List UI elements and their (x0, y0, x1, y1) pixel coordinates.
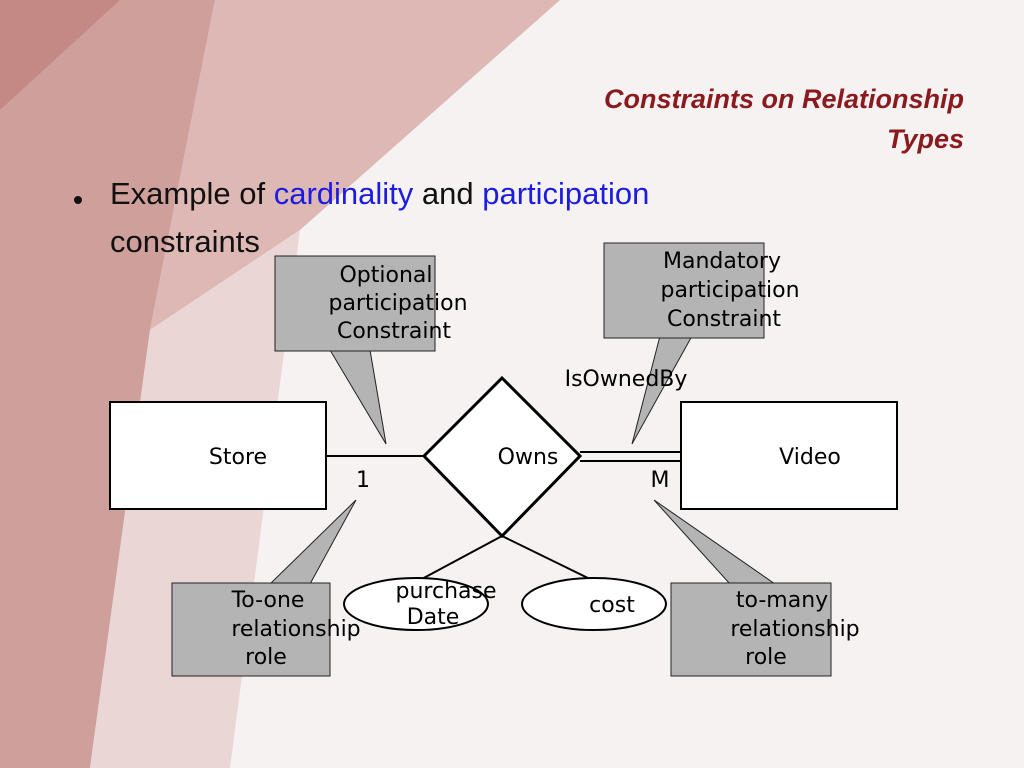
callout-optional-participation: Optional participation Constraint (274, 255, 468, 445)
term-participation: participation (482, 176, 650, 211)
cardinality-many: M (651, 468, 670, 493)
term-cardinality: cardinality (273, 176, 414, 211)
slide-title-line2: Types (886, 124, 964, 154)
callout-mandatory-participation: Mandatory participation Constraint (603, 242, 800, 445)
callout-mandatory-line1: Mandatory (663, 249, 781, 274)
entity-video: Video (680, 401, 898, 510)
callout-to-many-line3: role (745, 645, 787, 670)
bg-swoosh-mid (150, 0, 560, 330)
callout-mandatory-line3: Constraint (667, 307, 781, 332)
inverse-relationship-label: IsOwnedBy (565, 367, 688, 392)
attribute-purchase-line1: purchase (396, 579, 497, 604)
bg-corner-top (0, 0, 120, 110)
attr-line-cost (501, 535, 593, 581)
bullet-line1: Example of cardinality and participation (110, 176, 649, 212)
attribute-purchase-line2: Date (407, 605, 460, 630)
callout-to-one (171, 499, 357, 677)
bg-swoosh-left (0, 0, 215, 768)
callout-optional-line3: Constraint (337, 319, 451, 344)
entity-store: Store (109, 401, 327, 510)
callout-to-one-text: To-one relationship role (231, 588, 361, 670)
callout-mandatory-line2: participation (660, 278, 799, 303)
attribute-cost-label: cost (589, 593, 635, 618)
attribute-purchase-date: purchase Date (343, 577, 497, 631)
callout-optional-line1: Optional (339, 263, 432, 288)
callout-to-many-text: to-many relationship role (730, 588, 859, 670)
callout-to-one-line2: relationship (231, 617, 360, 642)
entity-store-label: Store (209, 445, 267, 470)
callout-optional-line2: participation (328, 291, 467, 316)
bullet-middle: and (413, 176, 483, 211)
attribute-cost: cost (521, 577, 667, 631)
cardinality-one: 1 (356, 468, 370, 493)
slide-title-line1: Constraints on Relationship (603, 84, 964, 114)
bullet-prefix: Example of (110, 176, 274, 211)
relationship-owns: Owns (421, 375, 583, 539)
callout-to-many (653, 499, 832, 677)
callout-to-many-line2: relationship (730, 617, 859, 642)
callout-to-many-line1: to-many (736, 588, 828, 613)
callout-to-one-line1: To-one (231, 588, 305, 613)
bullet-line2: constraints (110, 224, 260, 259)
bullet-dot (74, 196, 82, 204)
attr-line-purchase (419, 535, 503, 581)
callout-to-one-line3: role (245, 645, 287, 670)
entity-video-label: Video (779, 445, 841, 470)
relationship-owns-label: Owns (498, 445, 559, 470)
